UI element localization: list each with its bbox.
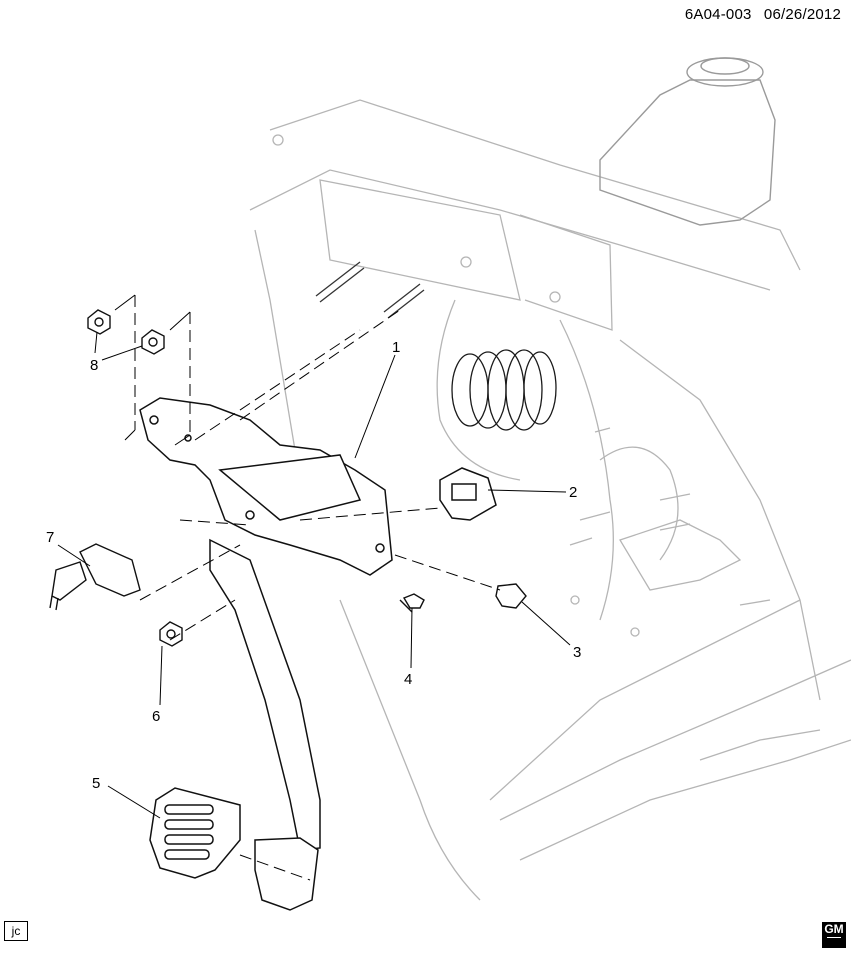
corner-tag: jc [4,921,28,941]
fluid-reservoir [599,57,776,226]
diagram-code: 6A04-003 [684,6,752,23]
spring-assembly [451,349,557,431]
alignment-lines [134,295,501,881]
vehicle-body-background [249,99,851,901]
callout-8: 8 [90,357,98,374]
pedal-bracket [139,397,393,576]
callout-5: 5 [92,775,100,792]
pedal-switch [439,467,497,521]
diagram-date: 06/26/2012 [763,6,841,23]
diagram-header: 6A04-003 06/26/2012 [677,6,841,23]
callout-leaders [57,331,571,819]
logo-underline [827,937,841,938]
callout-7: 7 [46,529,54,546]
hex-nuts-upper [87,309,165,355]
bolt [399,593,425,613]
callout-6: 6 [152,708,160,725]
hex-nut-lower [159,621,183,647]
bracket-leader-frames [114,294,191,446]
callout-3: 3 [573,644,581,661]
callout-labels: 1 2 3 4 5 6 7 8 [46,339,581,792]
mounting-studs [315,261,425,319]
pedal-pad-cover [149,787,241,879]
callout-1: 1 [392,339,400,356]
gm-logo: GM [822,922,846,948]
position-sensor [49,543,141,611]
callout-2: 2 [569,484,577,501]
pedal-arm [209,538,321,911]
logo-text: GM [824,922,844,936]
callout-4: 4 [404,671,412,688]
retainer-clip [495,583,527,609]
